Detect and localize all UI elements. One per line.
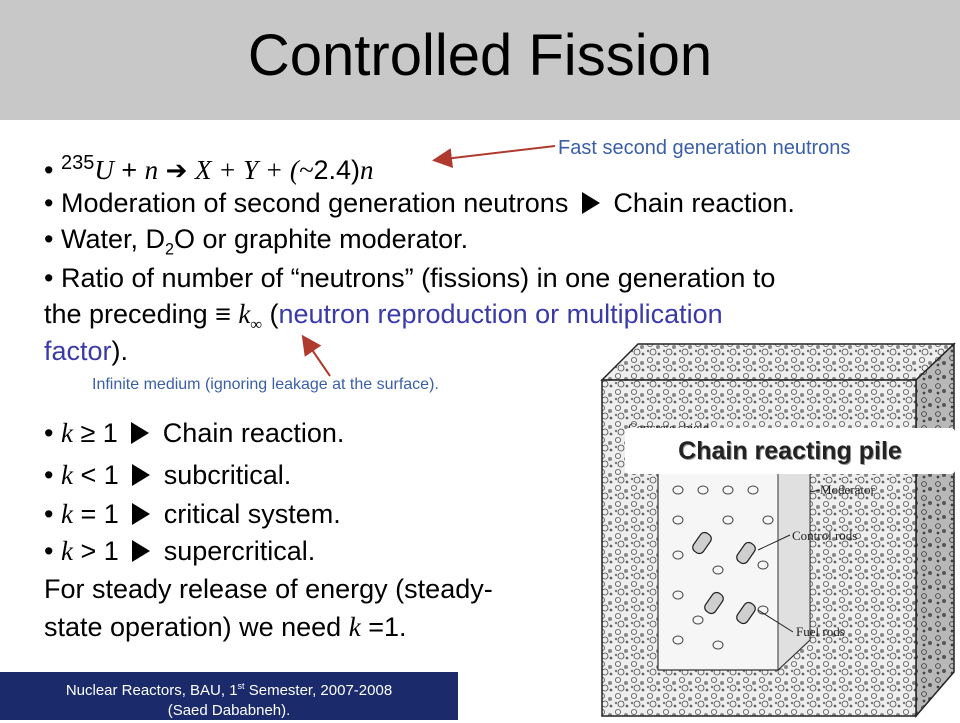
k-symbol: k [348,612,361,642]
bullet-dot: • [44,499,54,529]
triangle-right-icon [132,540,151,562]
condition-text: critical system. [156,499,341,529]
close-text: ). [111,336,129,366]
triangle-right-icon [132,503,151,525]
condition-chain: • k ≥ 1 Chain reaction. [44,416,344,450]
chain-reacting-pile-illustration: Concrete shield Moderator Control rods F… [598,340,956,719]
bullet-dot: • [44,418,54,448]
close-paren: ) [351,155,361,185]
label-leaders [757,489,821,633]
steady-text: state operation) we need [44,612,349,642]
open-paren: ( [261,299,279,329]
footer: Nuclear Reactors, BAU, 1st Semester, 200… [0,672,458,720]
bullet-dot: • [44,460,54,490]
steady-line1: For steady release of energy (steady- [44,574,493,604]
condition-text: subcritical. [156,460,292,490]
footer-sup: st [237,681,245,691]
triangle-right-icon [131,422,150,444]
footer-course: Nuclear Reactors, BAU, 1 [65,682,238,699]
pile-side-face [915,342,955,719]
title-bar [0,0,960,120]
control-rods-label: Control rods [792,528,857,543]
slide-title: Controlled Fission [247,23,713,88]
condition-supercritical: • k > 1 supercritical. [44,534,315,568]
preceding-text: the preceding [44,299,216,329]
ratio-text: Ratio of number of “neutrons” (fissions)… [60,263,776,293]
k-symbol: k [238,299,251,329]
isotope-mass: 235 [60,152,95,174]
triangle-right-icon [581,192,600,214]
equals-one: =1. [360,612,407,642]
control-rods [692,531,756,625]
reproduction-factor-text: neutron reproduction or multiplication [278,299,723,329]
relation: ≥ 1 [72,418,126,448]
condition-text: Chain reaction. [155,418,345,448]
relation: = 1 [72,499,127,529]
bullet-dot: • [44,155,54,185]
k-symbol: k [60,536,73,566]
arrow-right-icon: ➔ [165,155,188,185]
condition-subcritical: • k < 1 subcritical. [44,458,291,492]
relation: < 1 [72,460,127,490]
factor-text: factor [44,336,112,366]
bullet-ratio-line3: factor). [44,334,128,368]
condition-critical: • k = 1 critical system. [44,497,341,531]
arrow-to-k-infinity [301,334,331,377]
pile-drawing: Concrete shield Moderator Control rods F… [600,342,956,719]
moderation-text: Moderation of second generation neutrons [60,188,576,218]
infinity-symbol: ∞ [250,315,262,334]
steady-line2: state operation) we need k =1. [44,610,406,644]
neutron-symbol: n [144,155,159,185]
equation-line: • 235U + n ➔ X + Y + (~2.4)n [44,146,374,187]
pile-top-face [600,343,956,381]
bullet-ratio-line2: the preceding ≡ k∞ (neutron reproduction… [44,297,723,341]
bullet-moderator: • Water, D2O or graphite moderator. [44,222,468,266]
plus-sign: + [113,155,145,185]
fuel-rod-ends [672,485,774,650]
neutron-count: 2.4 [313,155,352,185]
arrow-to-neutrons [432,145,556,169]
water-text: Water, D [60,224,165,254]
bullet-dot: • [44,536,54,566]
footer-line2: (Saed Dababneh). [167,702,291,719]
equiv-symbol: ≡ [215,299,231,329]
footer-line1: Nuclear Reactors, BAU, 1st Semester, 200… [0,676,458,701]
bullet-moderation: • Moderation of second generation neutro… [44,186,795,220]
footer-semester: Semester, 2007-2008 [244,682,393,699]
bullet-dot: • [44,263,54,293]
k-symbol: k [60,460,73,490]
k-symbol: k [60,499,73,529]
k-symbol: k [60,418,73,448]
chain-reaction-text: Chain reaction. [605,188,795,218]
uranium-symbol: U [94,155,114,185]
neutron-symbol-2: n [360,155,374,185]
note-infinite-medium: Infinite medium (ignoring leakage at the… [92,376,439,393]
relation: > 1 [72,536,127,566]
pile-title-label: Chain reacting pile [625,428,955,474]
condition-text: supercritical. [156,536,316,566]
bullet-dot: • [44,224,54,254]
fuel-rods-label: Fuel rods [796,624,845,639]
moderator-label: Moderator [820,482,876,497]
bullet-dot: • [44,188,54,218]
note-fast-neutrons: Fast second generation neutrons [558,137,851,159]
products: X + Y + (~ [194,155,314,185]
moderator-text: O or graphite moderator. [174,224,469,254]
triangle-right-icon [132,464,151,486]
bullet-ratio-line1: • Ratio of number of “neutrons” (fission… [44,261,775,295]
subscript-2: 2 [165,240,175,259]
